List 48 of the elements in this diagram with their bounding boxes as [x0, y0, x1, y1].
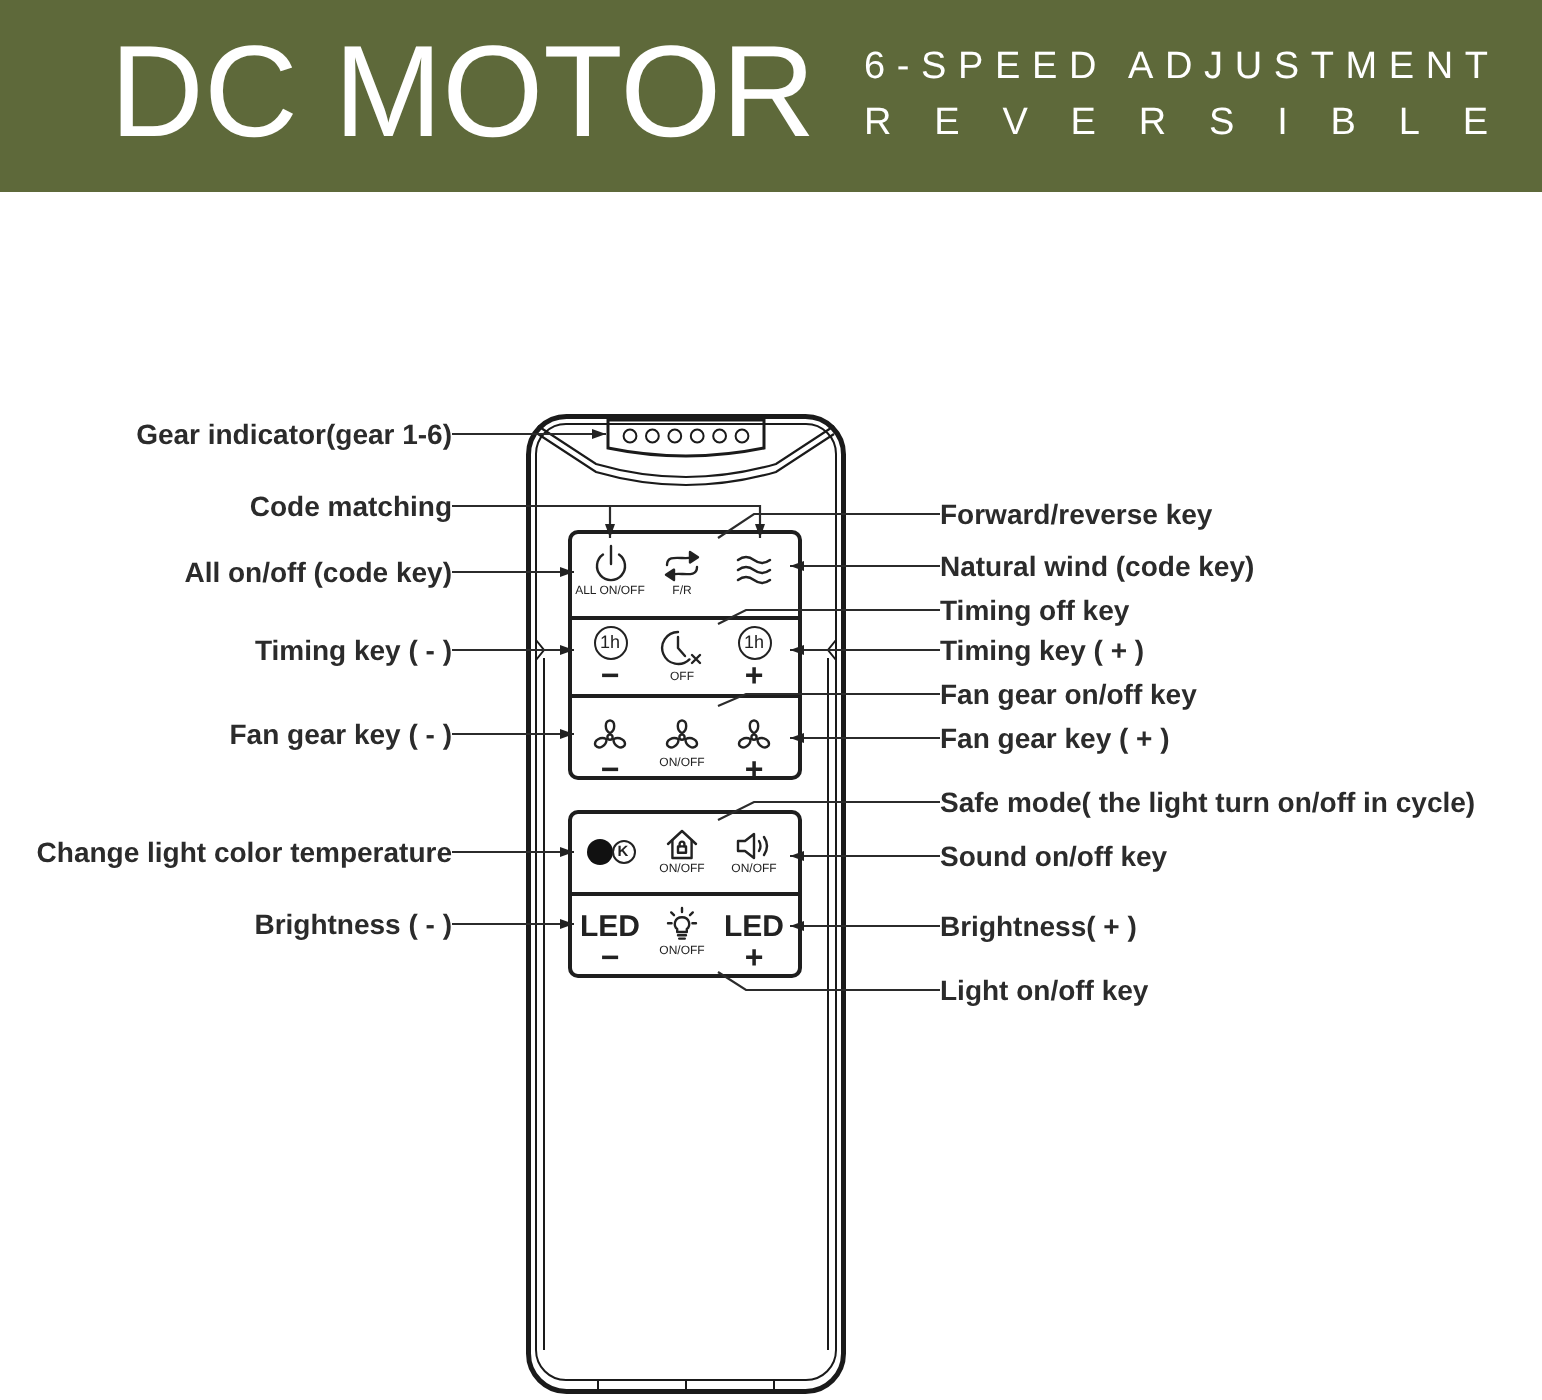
leader-line [790, 733, 940, 743]
callout-label: Forward/reverse key [940, 498, 1213, 530]
leader-line [717, 971, 940, 992]
callout-label: Brightness( + ) [940, 910, 1137, 942]
leader-line [717, 608, 940, 625]
subtitle: 6-SPEED ADJUSTMENT [864, 48, 1500, 86]
key-sign: + [744, 760, 764, 782]
callout-label: Fan gear key ( + ) [940, 722, 1170, 754]
key-sign: + [744, 948, 764, 970]
callout-label: All on/off (code key) [184, 556, 452, 588]
leader-line [790, 921, 940, 931]
leader-line [452, 847, 574, 857]
leader-line [790, 851, 940, 861]
callout-label: Sound on/off key [940, 840, 1168, 872]
callout-label: Safe mode( the light turn on/off in cycle) [940, 786, 1476, 818]
led-label: LED [580, 914, 640, 942]
callout-label: Timing key ( + ) [940, 634, 1145, 666]
button-panel [568, 810, 802, 978]
callout-label: Fan gear on/off key [940, 678, 1197, 710]
leader-line [452, 567, 574, 577]
leader-line [452, 919, 574, 929]
title: DC MOTOR [110, 26, 816, 156]
callout-label: Gear indicator(gear 1-6) [136, 418, 452, 450]
subtitle: REVERSIBLE [864, 104, 1531, 142]
callout-label: Timing key ( - ) [254, 634, 452, 666]
callout-label: Light on/off key [940, 974, 1149, 1006]
key-sign: − [600, 760, 620, 782]
timer-label: 1h [737, 626, 771, 660]
callout-label: Code matching [249, 490, 452, 522]
leader-line [717, 512, 940, 539]
callout-label: Brightness ( - ) [254, 908, 452, 940]
callout-label: Change light color temperature [36, 836, 452, 868]
leader-line [452, 729, 574, 739]
leader-line [452, 429, 606, 439]
callout-label: Natural wind (code key) [940, 550, 1255, 582]
leader-line [790, 561, 940, 571]
key-sign: − [600, 666, 620, 688]
led-label: LED [724, 914, 784, 942]
leader-line [790, 645, 940, 655]
callout-label: Timing off key [940, 594, 1130, 626]
callout-label: Fan gear key ( - ) [229, 718, 452, 750]
button-panel [568, 530, 802, 780]
leader-line [452, 645, 574, 655]
key-sign: − [600, 948, 620, 970]
leader-line [717, 800, 940, 821]
leader-line [717, 692, 940, 707]
key-sign: + [744, 666, 764, 688]
timer-label: 1h [593, 626, 627, 660]
